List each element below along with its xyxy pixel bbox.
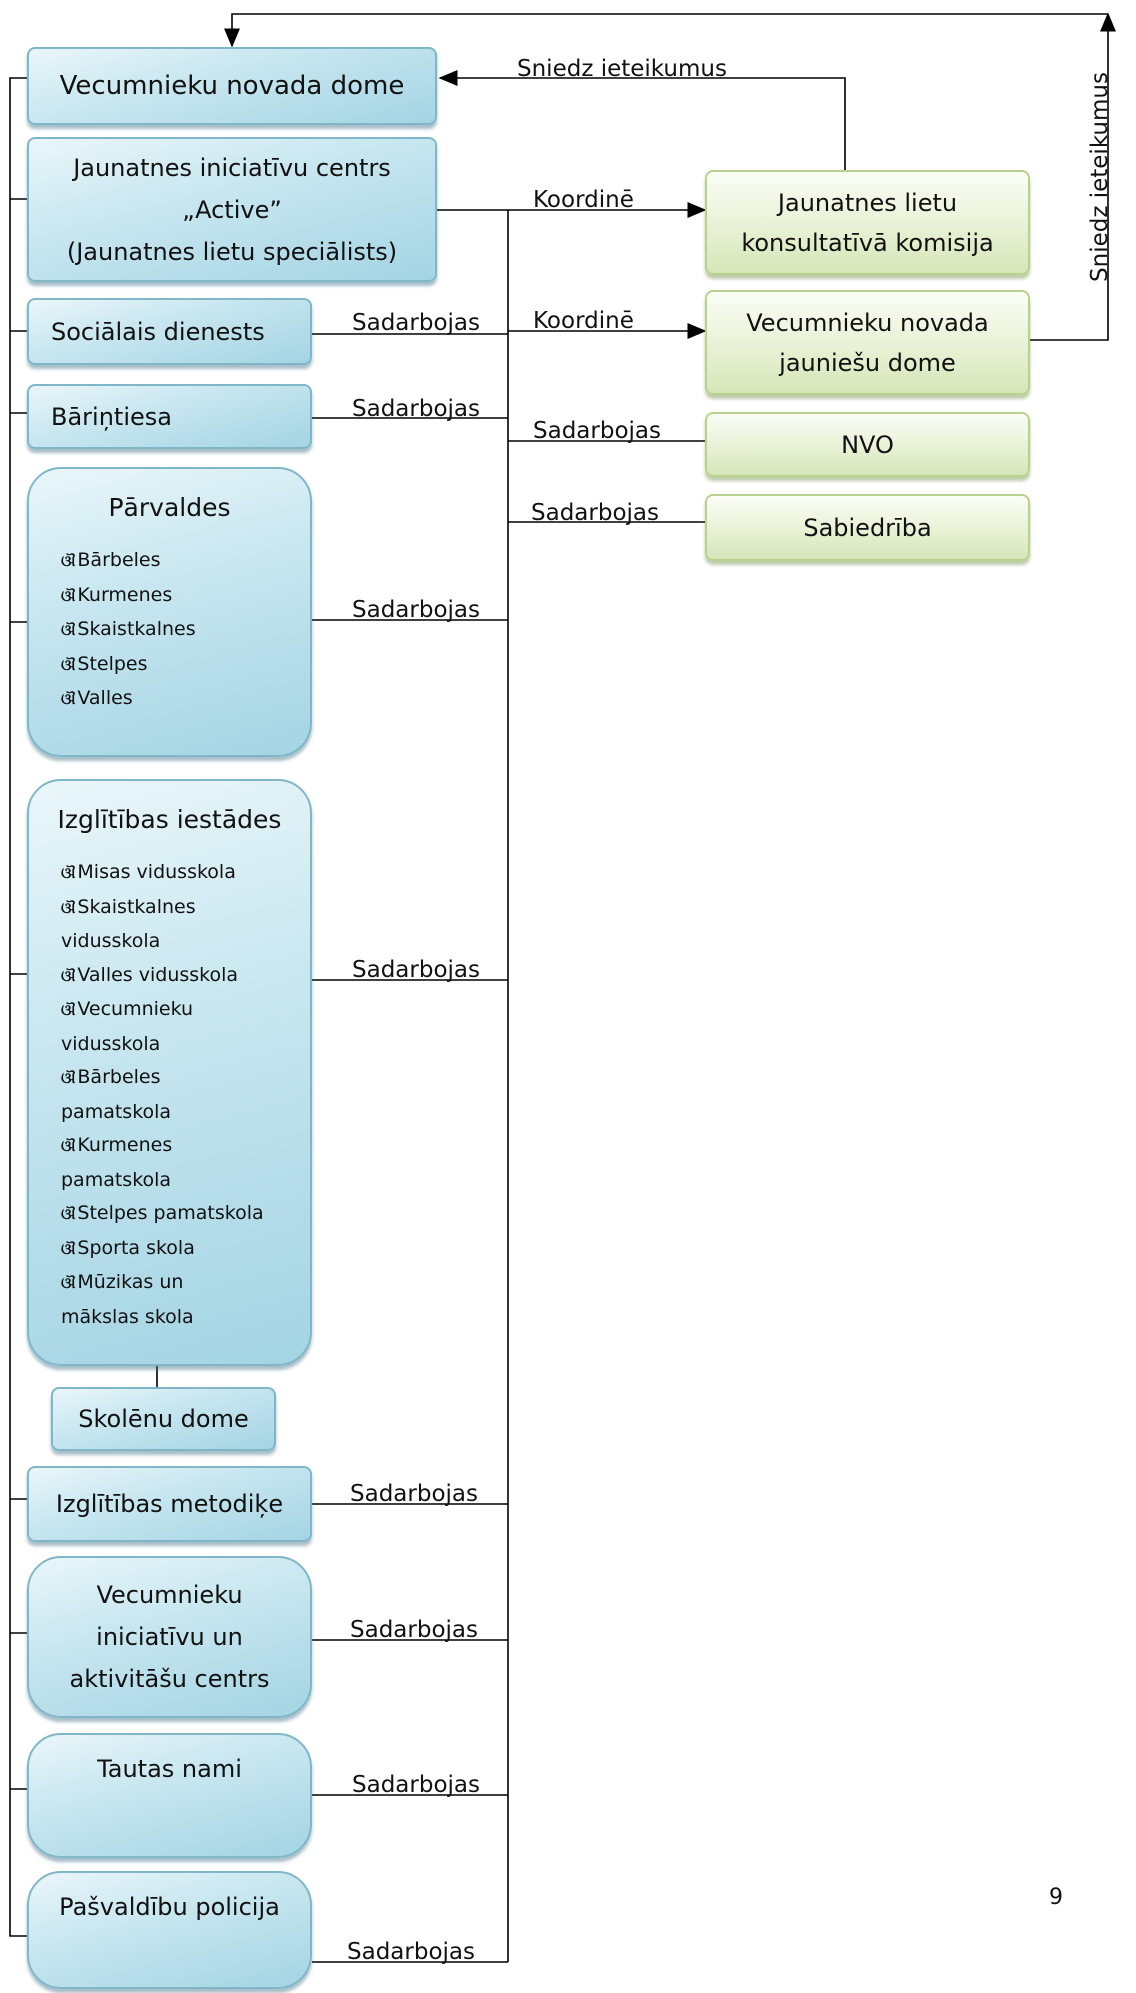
bullet-icon: ଔ — [61, 1239, 75, 1258]
bullet-icon: ଔ — [61, 898, 75, 917]
label-cooperates-schools: Sadarbojas — [352, 957, 480, 983]
label-coordinates-commission: Koordinē — [533, 187, 634, 213]
commission-line-1: Jaunatnes lietu — [777, 188, 958, 217]
methodology-label: Izglītības metodiķe — [55, 1490, 284, 1518]
list-item: mākslas skola — [61, 1305, 194, 1328]
social-label: Sociālais dienests — [51, 317, 265, 346]
label-cooperates-ngo: Sadarbojas — [533, 418, 661, 444]
ngo-label: NVO — [841, 430, 894, 459]
list-item: pamatskola — [61, 1100, 172, 1123]
youth-council-line-1: Vecumnieku novada — [746, 308, 989, 337]
box-commission: Jaunatnes lietu konsultatīvā komisija — [705, 170, 1030, 275]
bullet-icon: ଔ — [61, 586, 75, 605]
commission-line-2: konsultatīvā komisija — [741, 228, 994, 257]
arrow-youth-council-loop — [1030, 12, 1116, 341]
bullet-icon: ଔ — [61, 1205, 75, 1223]
orphan-court-label: Bāriņtiesa — [51, 402, 172, 431]
youth-center-line-2: „Active” — [182, 195, 282, 224]
label-cooperates-social: Sadarbojas — [352, 310, 480, 336]
label-cooperates-administrations: Sadarbojas — [352, 597, 480, 623]
society-label: Sabiedrība — [803, 513, 932, 542]
box-methodology: Izglītības metodiķe — [27, 1466, 312, 1542]
bullet-icon: ଔ — [61, 552, 75, 570]
box-social: Sociālais dienests — [27, 298, 312, 365]
label-cooperates-methodology: Sadarbojas — [350, 1481, 478, 1507]
list-item: vidusskola — [61, 930, 161, 952]
label-cooperates-police: Sadarbojas — [347, 1939, 475, 1965]
box-initiative-center: Vecumnieku iniciatīvu un aktivitāšu cent… — [27, 1556, 312, 1718]
bullet-icon: ଔ — [61, 966, 75, 985]
initiative-center-line-3: aktivitāšu centrs — [69, 1665, 270, 1693]
administrations-title: Pārvaldes — [108, 493, 231, 522]
youth-council-line-2: jauniešu dome — [779, 348, 956, 377]
arrow-loop-to-council — [224, 13, 1108, 48]
student-council-label: Skolēnu dome — [78, 1405, 249, 1433]
bullet-icon: ଔ — [61, 864, 75, 882]
initiative-center-line-2: iniciatīvu un — [96, 1623, 243, 1651]
list-item: pamatskola — [61, 1168, 172, 1191]
label-advises-top: Sniedz ieteikumus — [517, 56, 727, 82]
bullet-icon: ଔ — [61, 1069, 75, 1087]
bullet-icon: ଔ — [61, 621, 75, 639]
bullet-icon: ଔ — [61, 1137, 75, 1155]
label-cooperates-initiative-center: Sadarbojas — [350, 1617, 478, 1643]
label-cooperates-society: Sadarbojas — [531, 500, 659, 526]
label-coordinates-youth-council: Koordinē — [533, 308, 634, 334]
arrow-commission-to-council — [438, 70, 846, 170]
box-orphan-court: Bāriņtiesa — [27, 384, 312, 449]
box-youth-center: Jaunatnes iniciatīvu centrs „Active” (Ja… — [27, 137, 437, 282]
box-police: Pašvaldību policija — [27, 1871, 312, 1989]
council-label: Vecumnieku novada dome — [59, 71, 405, 101]
page-number: 9 — [1049, 1885, 1063, 1910]
bullet-icon: ଔ — [61, 1274, 75, 1292]
box-society: Sabiedrība — [705, 494, 1030, 561]
bullet-icon: ଔ — [61, 1001, 75, 1019]
bullet-icon: ଔ — [61, 655, 75, 674]
box-student-council: Skolēnu dome — [51, 1387, 276, 1451]
culture-houses-label: Tautas nami — [97, 1755, 242, 1783]
label-cooperates-culture-houses: Sadarbojas — [352, 1772, 480, 1798]
label-advises-side: Sniedz ieteikumus — [1087, 72, 1113, 282]
youth-center-line-3: (Jaunatnes lietu speciālists) — [66, 237, 398, 266]
list-item: vidusskola — [61, 1032, 161, 1055]
youth-center-line-1: Jaunatnes iniciatīvu centrs — [73, 153, 391, 182]
box-culture-houses: Tautas nami — [27, 1733, 312, 1858]
left-spine-line — [9, 77, 27, 1937]
box-council: Vecumnieku novada dome — [27, 47, 437, 125]
initiative-center-line-1: Vecumnieku — [96, 1581, 243, 1609]
schools-title: Izglītības iestādes — [57, 805, 282, 834]
bullet-icon: ଔ — [61, 690, 75, 708]
box-youth-council: Vecumnieku novada jauniešu dome — [705, 290, 1030, 395]
label-cooperates-orphan-court: Sadarbojas — [352, 396, 480, 422]
police-label: Pašvaldību policija — [59, 1893, 280, 1921]
box-ngo: NVO — [705, 412, 1030, 477]
